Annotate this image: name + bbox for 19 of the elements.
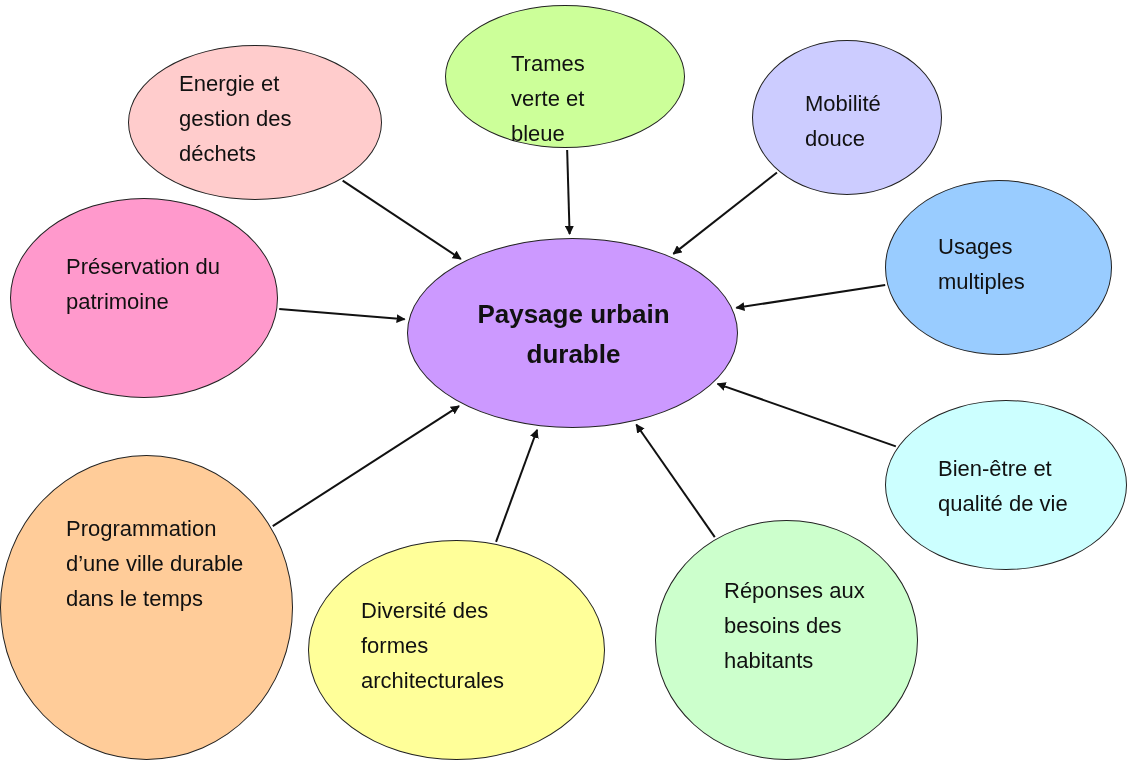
topic-label: Bien-être et qualité de vie [938, 455, 1069, 518]
arrow [341, 179, 462, 260]
topic-label: Diversité des formes architecturales [361, 597, 506, 695]
arrow [271, 405, 461, 528]
arrow [672, 171, 778, 255]
topic-label: Réponses aux besoins des habitants [724, 577, 866, 675]
topic-label: Mobilité douce [805, 90, 882, 153]
arrow [635, 423, 716, 539]
arrow [564, 149, 574, 235]
topic-label: Energie et gestion des déchets [179, 70, 293, 168]
topic-label: Programmation d’une ville durable dans le temps [66, 515, 245, 613]
topic-label: Préservation du patrimoine [66, 253, 222, 316]
topic-label: Trames verte et bleue [511, 50, 586, 148]
arrow [716, 382, 897, 448]
arrow [495, 428, 539, 543]
arrow [735, 283, 887, 312]
central-label: Paysage urbain durable [476, 298, 671, 371]
topic-label: Usages multiples [938, 233, 1026, 296]
arrow [278, 308, 406, 324]
